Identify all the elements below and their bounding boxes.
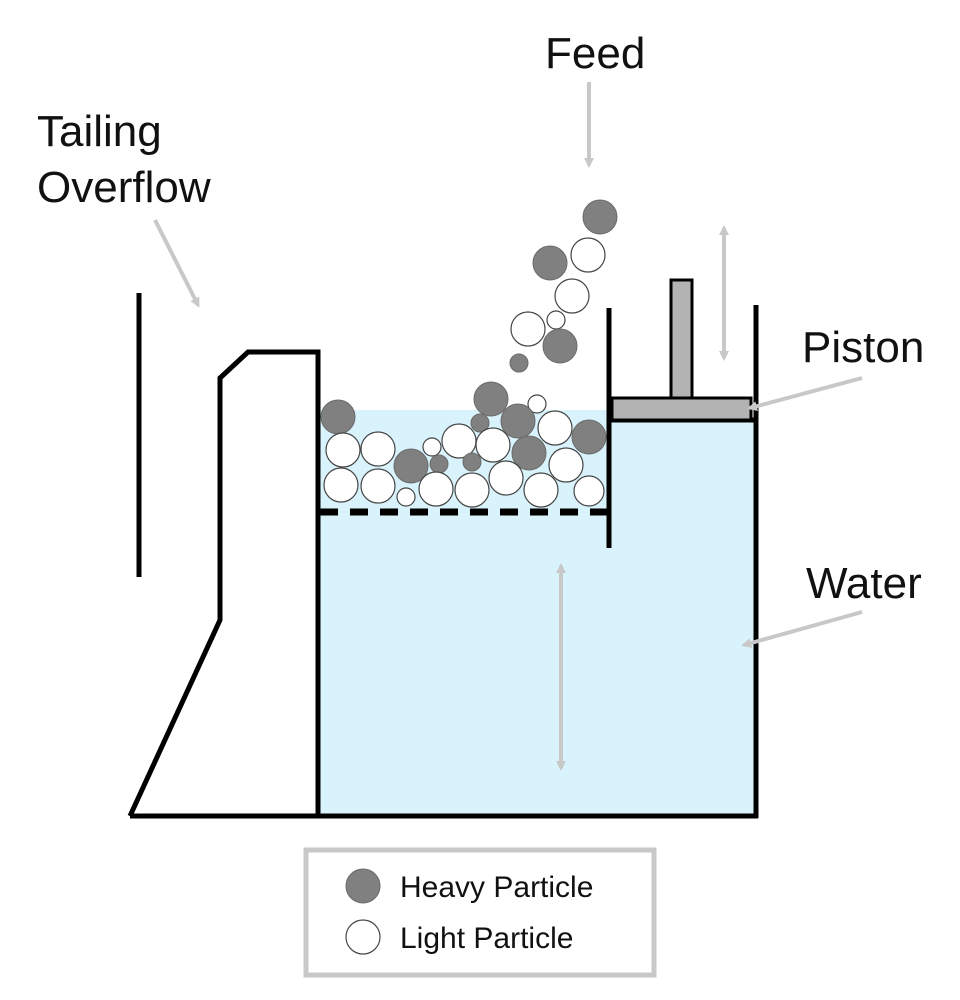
heavy-particle — [542, 328, 578, 364]
heavy-particle — [532, 245, 568, 281]
legend-light-swatch — [345, 919, 381, 955]
light-particle — [488, 460, 524, 496]
piston — [610, 278, 753, 422]
water-label: Water — [806, 559, 922, 608]
light-particle — [523, 472, 559, 508]
light-particle — [418, 471, 454, 507]
legend-box — [303, 847, 657, 978]
light-particle — [475, 427, 511, 463]
water-arrow — [741, 610, 863, 648]
legend-heavy-swatch — [345, 868, 381, 904]
light-particle — [422, 437, 442, 457]
tailing-arrow — [153, 219, 200, 308]
water-piston-region — [610, 420, 756, 816]
heavy-particle — [509, 353, 529, 373]
feed-label: Feed — [545, 29, 645, 78]
tailing-label-line2: Overflow — [37, 163, 211, 212]
light-particle — [527, 394, 547, 414]
legend-heavy-label: Heavy Particle — [400, 871, 593, 904]
heavy-particle — [511, 435, 547, 471]
heavy-particle — [393, 448, 429, 484]
light-particle — [546, 310, 566, 330]
light-particle — [396, 487, 416, 507]
light-particle — [454, 472, 490, 508]
light-particle — [510, 311, 546, 347]
light-particle — [323, 467, 359, 503]
light-particle — [554, 278, 590, 314]
light-particle — [325, 432, 361, 468]
heavy-particle — [473, 381, 509, 417]
piston-arrow — [747, 376, 863, 412]
heavy-particle — [571, 419, 607, 455]
legend-light-label: Light Particle — [400, 922, 573, 955]
particles — [320, 199, 618, 508]
light-particle — [570, 237, 606, 273]
heavy-particle — [429, 454, 449, 474]
piston-label: Piston — [802, 323, 924, 372]
light-particle — [537, 410, 573, 446]
light-particle — [548, 447, 584, 483]
tank-outline — [127, 293, 759, 819]
light-particle — [360, 431, 396, 467]
tailing-label-line1: Tailing — [37, 107, 162, 156]
heavy-particle — [500, 403, 536, 439]
legend: Heavy Particle Light Particle — [303, 847, 657, 978]
heavy-particle — [582, 199, 618, 235]
light-particle — [360, 468, 396, 504]
heavy-particle — [462, 452, 482, 472]
heavy-particle — [470, 413, 490, 433]
light-particle — [573, 475, 605, 507]
heavy-particle — [320, 399, 356, 435]
